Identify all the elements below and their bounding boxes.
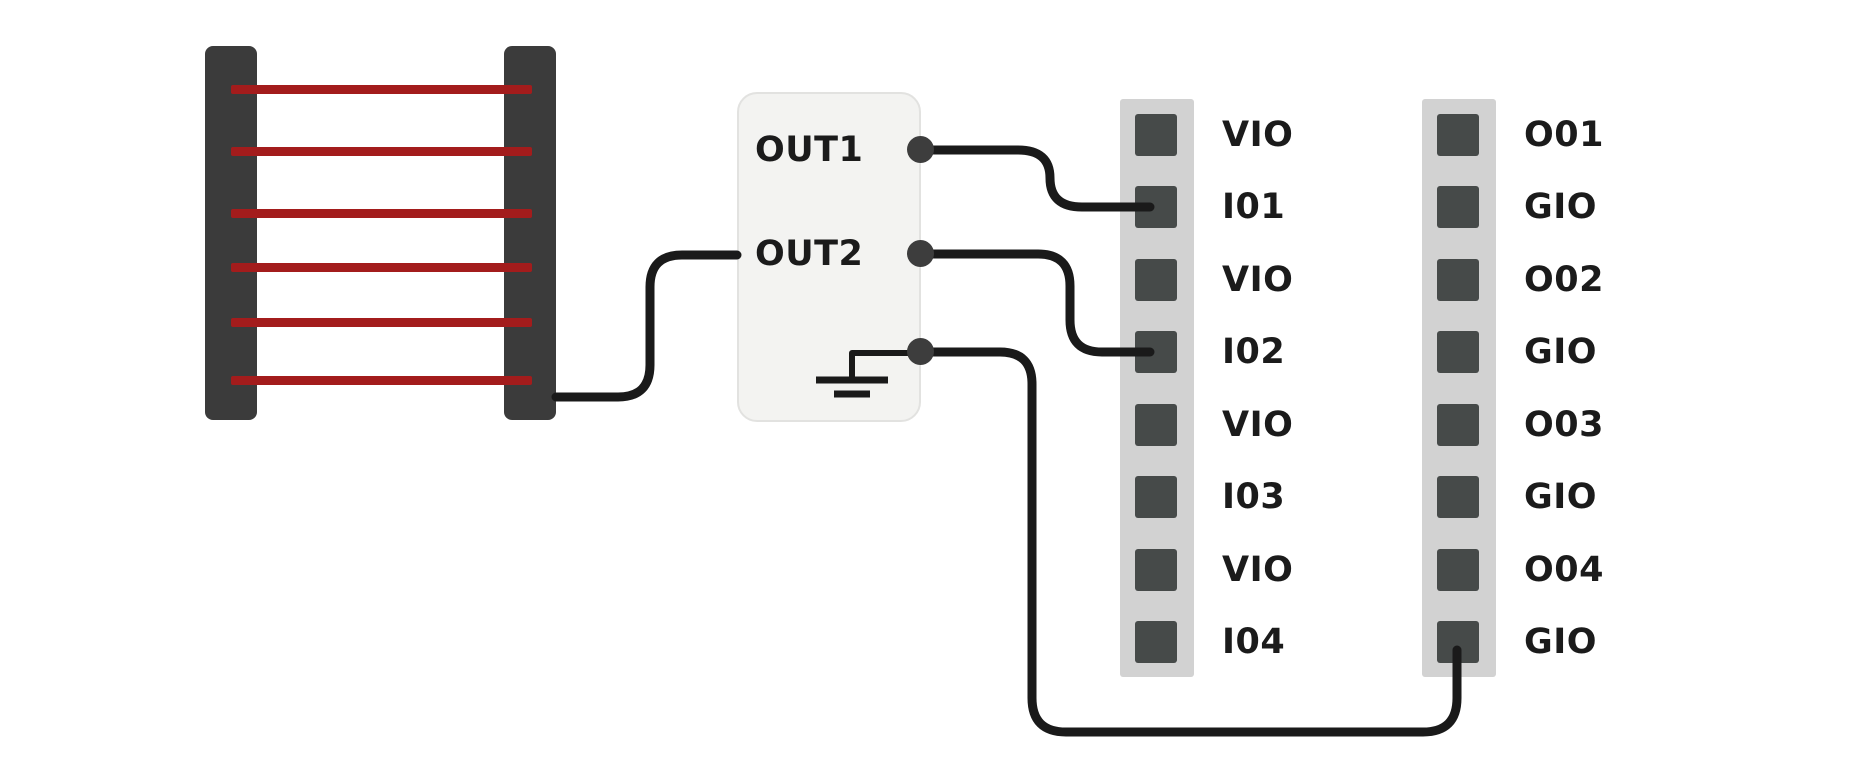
- input-terminal-6-label: I03: [1222, 477, 1286, 517]
- output-terminal-4: [1437, 331, 1479, 373]
- output-terminal-6-label: GIO: [1524, 477, 1598, 517]
- out1-label: OUT1: [755, 130, 864, 170]
- output-terminal-8-label: GIO: [1524, 622, 1598, 662]
- sensor-beam-2: [231, 147, 532, 156]
- input-terminal-3: [1135, 259, 1177, 301]
- sensor-beam-3: [231, 209, 532, 218]
- input-terminal-8: [1135, 621, 1177, 663]
- output-terminal-2-label: GIO: [1524, 187, 1598, 227]
- gnd-pin: [907, 338, 934, 365]
- sensor-beam-1: [231, 85, 532, 94]
- input-terminal-3-label: VIO: [1222, 260, 1294, 300]
- wire-out2-to-i02: [916, 249, 1155, 357]
- out2-pin: [907, 240, 934, 267]
- sensor-beam-4: [231, 263, 532, 272]
- sensor-beam-6: [231, 376, 532, 385]
- input-terminal-7: [1135, 549, 1177, 591]
- wire-out1-to-i01: [916, 145, 1155, 212]
- output-terminal-8: [1437, 621, 1479, 663]
- input-terminal-8-label: I04: [1222, 622, 1286, 662]
- input-terminal-4: [1135, 331, 1177, 373]
- input-terminal-5: [1135, 404, 1177, 446]
- input-terminal-1: [1135, 114, 1177, 156]
- sensor-beam-5: [231, 318, 532, 327]
- input-terminal-1-label: VIO: [1222, 115, 1294, 155]
- output-terminal-1-label: O01: [1524, 115, 1604, 155]
- out1-pin: [907, 136, 934, 163]
- output-terminal-4-label: GIO: [1524, 332, 1598, 372]
- input-terminal-4-label: I02: [1222, 332, 1286, 372]
- output-terminal-3-label: O02: [1524, 260, 1604, 300]
- output-terminal-3: [1437, 259, 1479, 301]
- output-terminal-2: [1437, 186, 1479, 228]
- output-terminal-1: [1437, 114, 1479, 156]
- sensor-left-rail: [205, 46, 257, 420]
- out2-label: OUT2: [755, 234, 864, 274]
- output-terminal-5-label: O03: [1524, 405, 1604, 445]
- sensor-right-rail: [504, 46, 556, 420]
- input-terminal-7-label: VIO: [1222, 550, 1294, 590]
- output-terminal-7-label: O04: [1524, 550, 1604, 590]
- output-terminal-7: [1437, 549, 1479, 591]
- input-terminal-5-label: VIO: [1222, 405, 1294, 445]
- input-terminal-2: [1135, 186, 1177, 228]
- input-terminal-2-label: I01: [1222, 187, 1286, 227]
- output-terminal-6: [1437, 476, 1479, 518]
- output-terminal-5: [1437, 404, 1479, 446]
- wire-sensor-to-controller: [551, 250, 742, 402]
- input-terminal-6: [1135, 476, 1177, 518]
